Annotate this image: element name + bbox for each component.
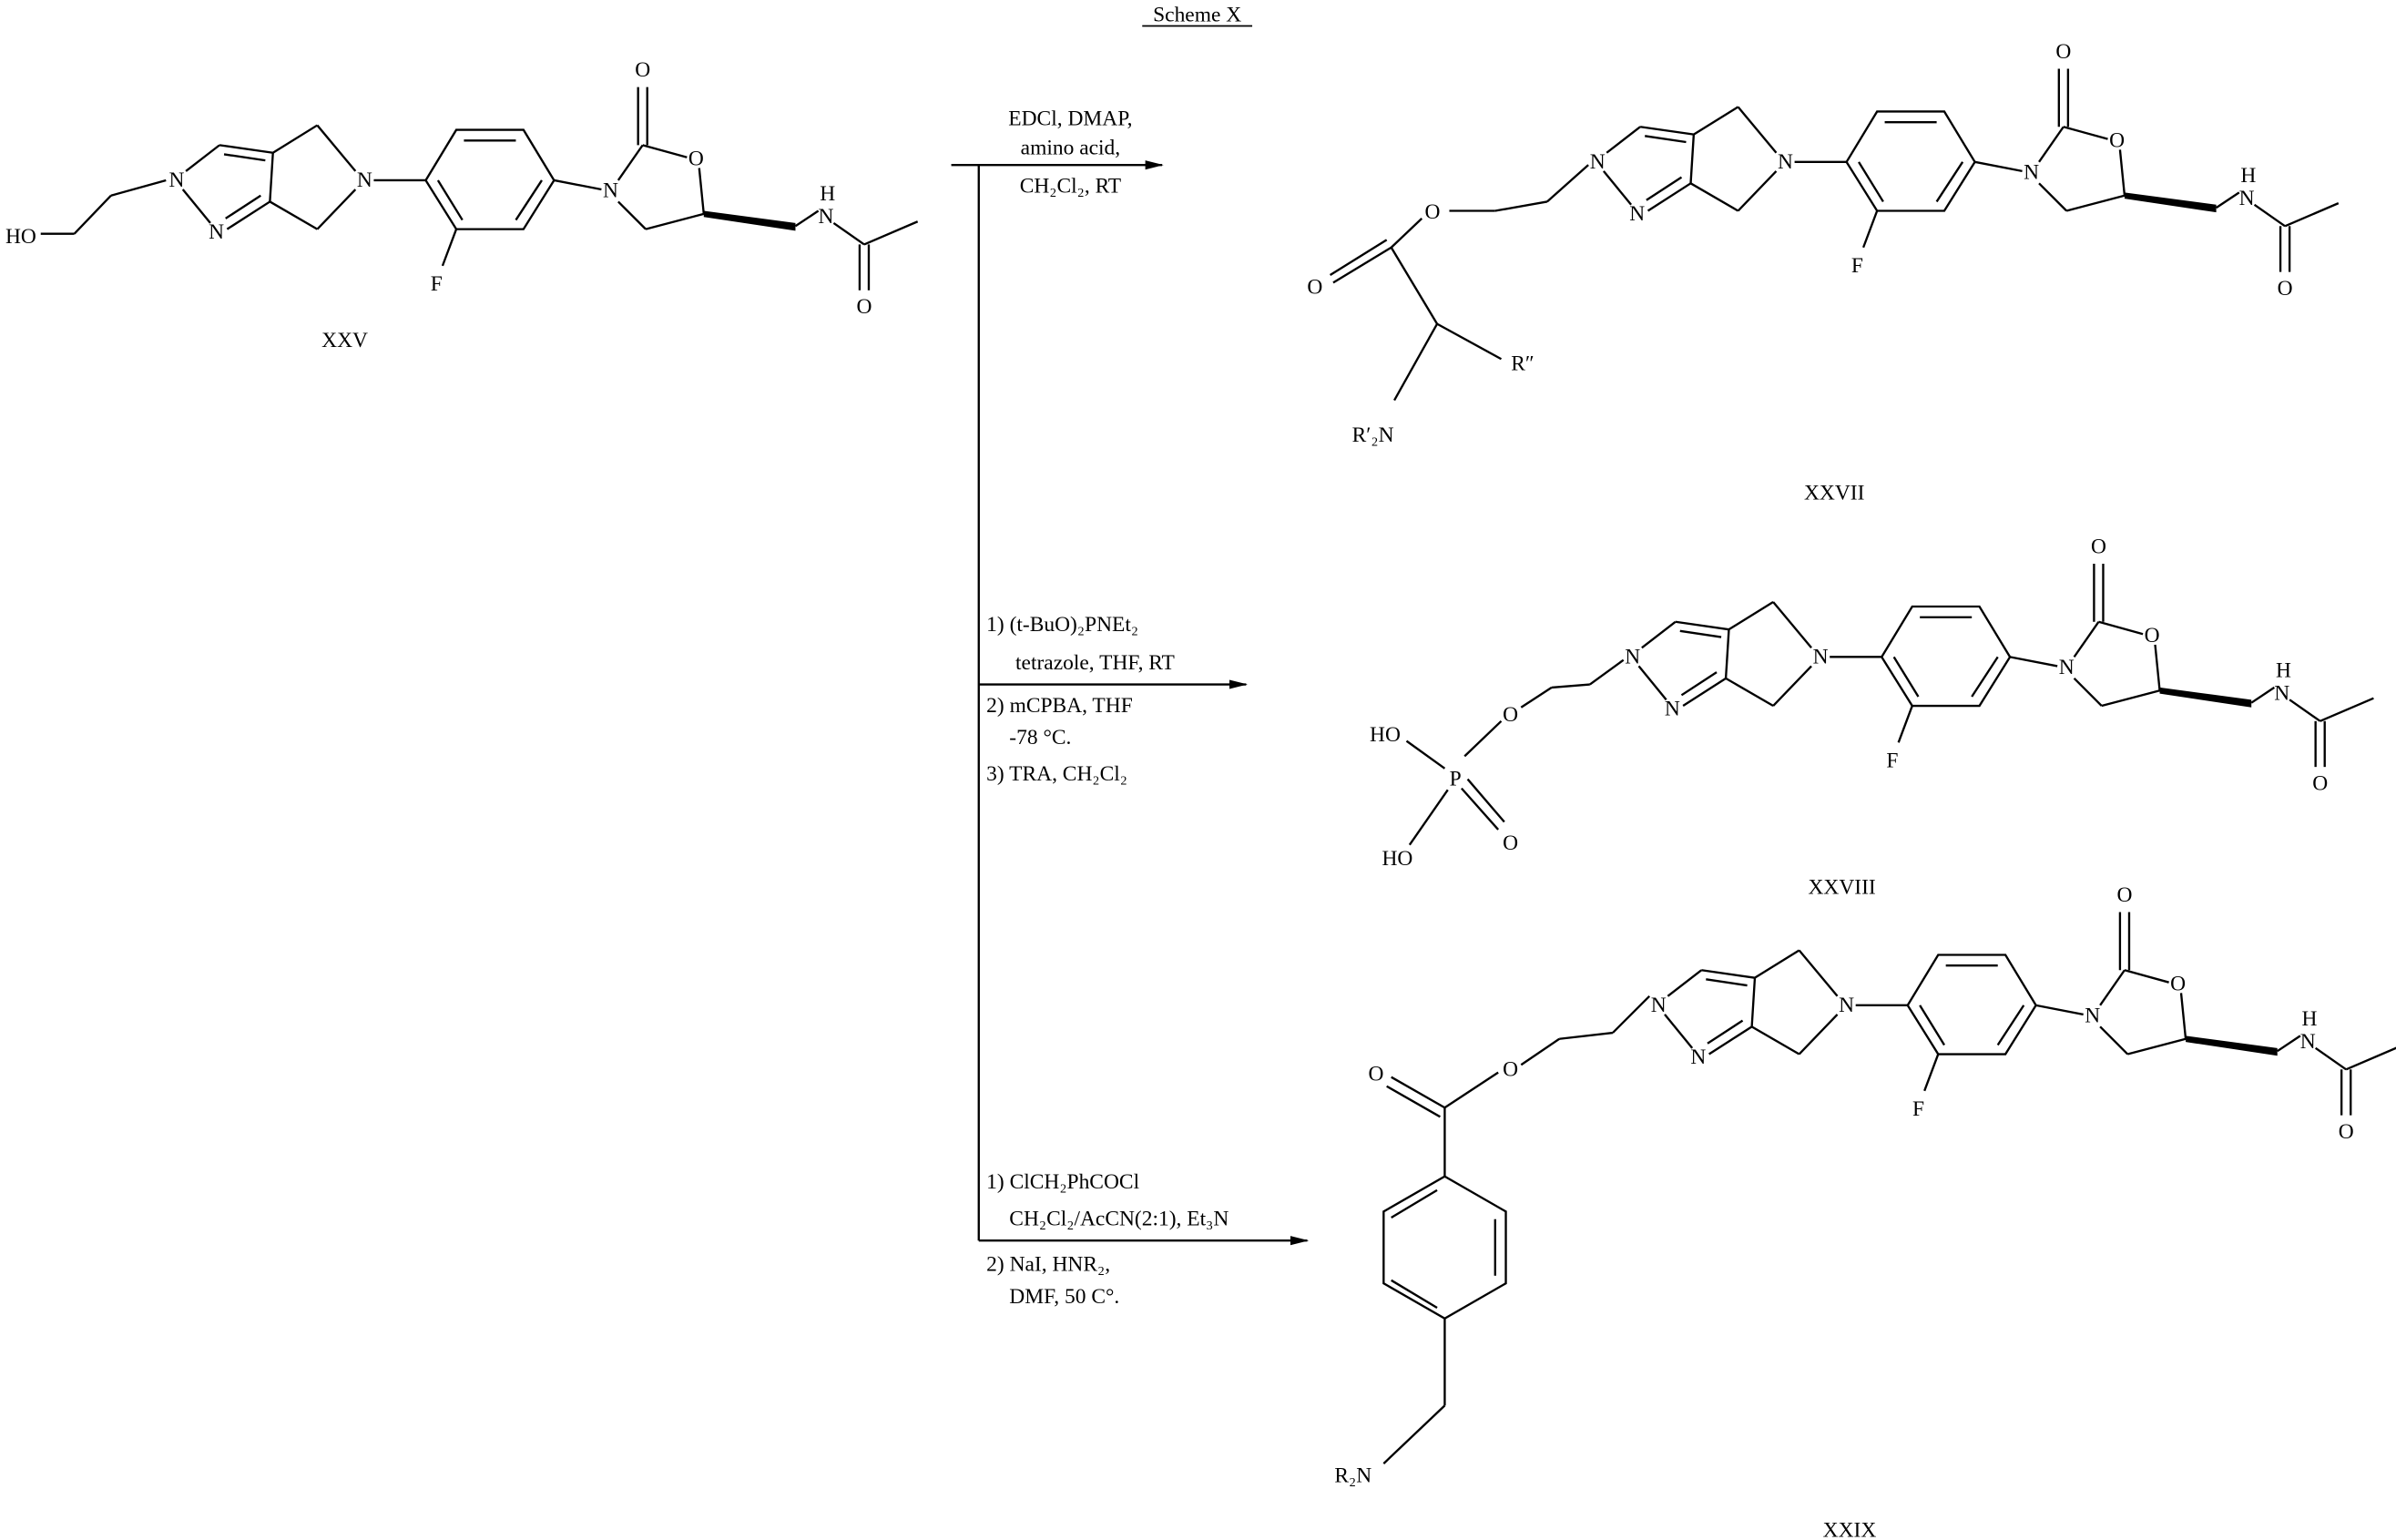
reagent-line: CH₂Cl₂/AcCN(2:1), Et₃N [1009,1207,1229,1230]
reagents-2: 1) (t-BuO)₂PNEt₂ tetrazole, THF, RT 2) m… [986,613,1175,786]
atom-p: P [1450,768,1462,791]
compound-xxviii: O P HO HO O XXVIII [1370,534,2375,899]
reagent-line: 1) ClCH₂PhCOCl [986,1170,1139,1194]
atom-o-ester: O [1503,703,1518,727]
atom-o-carbonyl: O [1368,1062,1383,1086]
reagent-line: DMF, 50 C°. [1009,1285,1119,1309]
reagent-line: 2) NaI, HNR₂, [986,1253,1110,1277]
atom-ho-2: HO [1382,847,1412,871]
reagent-line: 1) (t-BuO)₂PNEt₂ [986,613,1138,637]
atom-o-ester: O [1425,200,1441,224]
atom-o-ester: O [1503,1057,1518,1081]
reagent-line: -78 °C. [1009,726,1071,750]
reaction-arrows [951,160,1310,1246]
compound-xxv: HO XXV [5,56,919,352]
reagents-3: 1) ClCH₂PhCOCl CH₂Cl₂/AcCN(2:1), Et₃N 2)… [986,1170,1229,1309]
compound-label-xxv: XXV [321,329,368,352]
atom-ho: HO [5,225,36,249]
atom-o-double: O [1503,831,1518,855]
compound-label-xxix: XXIX [1823,1519,1877,1540]
reagent-line: 2) mCPBA, THF [986,694,1133,718]
atom-amine: R′₂N [1352,423,1394,447]
atom-r-double-prime: R″ [1511,352,1534,375]
reagent-line: CH₂Cl₂, RT [1020,174,1121,198]
reagent-line: amino acid, [1021,136,1120,159]
compound-label-xxviii: XXVIII [1808,875,1875,899]
scheme-title: Scheme X [1153,3,1241,26]
compound-xxvii: O O R″ R′₂N XXVII [1307,38,2340,505]
atom-ho-1: HO [1370,723,1401,747]
reagent-line: EDCl, DMAP, [1008,107,1132,131]
compound-xxix: O O R₂N XXIX [1334,882,2396,1540]
reagent-line: 3) TRA, CH₂Cl₂ [986,762,1127,786]
atom-o-carbonyl: O [1307,275,1322,299]
reagent-line: tetrazole, THF, RT [1015,651,1175,675]
compound-label-xxvii: XXVII [1804,482,1864,505]
atom-amine: R₂N [1334,1464,1371,1488]
reagents-1: EDCl, DMAP, amino acid, CH₂Cl₂, RT [1008,107,1132,199]
